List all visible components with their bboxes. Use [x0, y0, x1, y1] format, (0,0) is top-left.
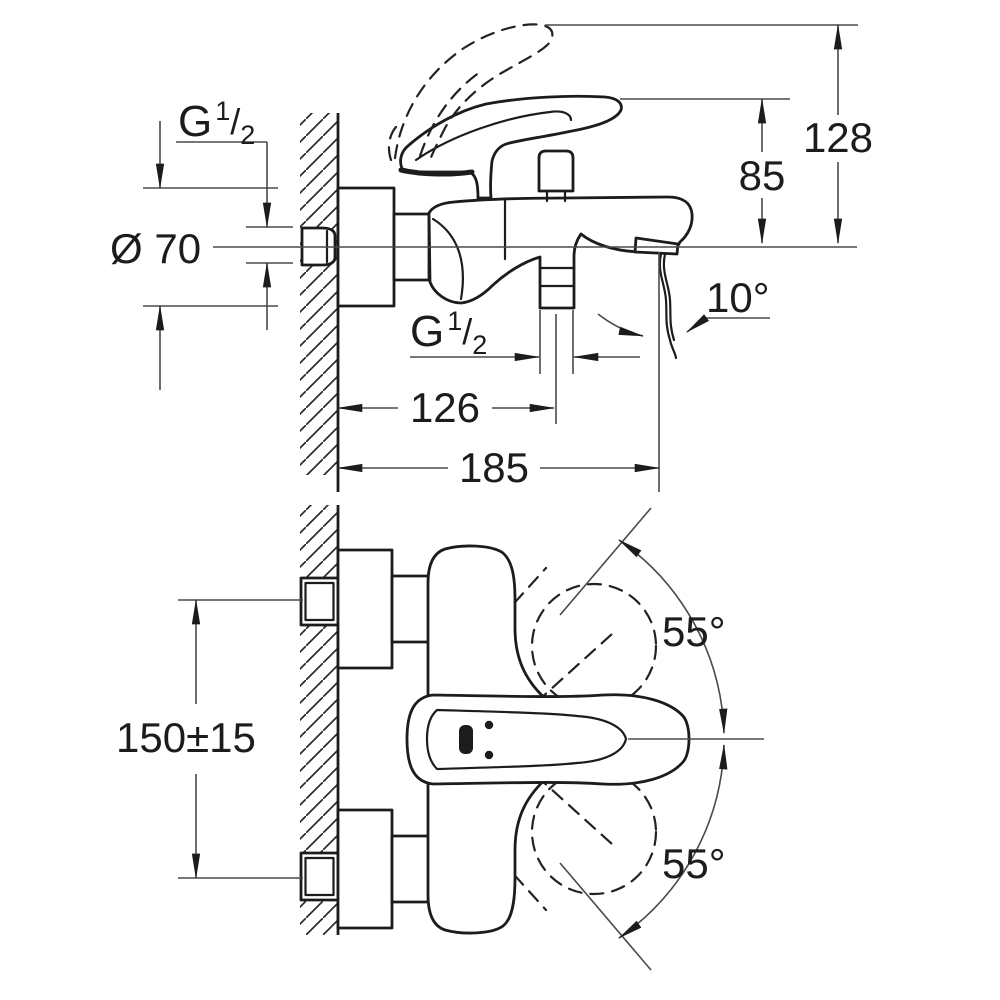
thread-denominator: 2: [240, 120, 255, 150]
dim-label-185: 185: [459, 444, 529, 491]
upper-union-nipple: [390, 574, 431, 644]
lever-inner-contour: [414, 110, 573, 162]
lower-wall-nut: [299, 851, 340, 902]
dim-label-126: 126: [410, 384, 480, 431]
dim-label-128: 128: [803, 114, 873, 161]
dim-label-10deg: 10°: [706, 274, 770, 321]
thread-slash: /: [230, 101, 240, 142]
thread-denominator: 2: [472, 330, 487, 360]
dia70-extension-lines: [143, 187, 278, 307]
temperature-dot-lower: [484, 750, 494, 760]
lever-raised-dashed: [387, 23, 554, 162]
swing-upper-radial-line: [559, 507, 652, 616]
upper-wall-nut-inner: [304, 581, 335, 622]
swing-lower-radial-line: [559, 862, 652, 971]
cartridge-cap-edge: [398, 167, 475, 177]
dim-label-55-lower: 55°: [662, 840, 726, 887]
diverter-knob: [537, 149, 575, 193]
dim-label-85: 85: [739, 152, 786, 199]
lower-connection: [299, 808, 431, 930]
dim10-arrow-right: [685, 314, 710, 333]
lower-union-nipple: [390, 834, 431, 904]
thread-prefix: G: [410, 307, 444, 356]
thread-numerator: 1: [215, 96, 230, 126]
dim-label-150: 150±15: [116, 714, 256, 761]
wall-hatch: [300, 113, 338, 475]
thread-prefix: G: [178, 97, 212, 146]
outlet-nut-bands: [538, 266, 576, 288]
lower-union-block: [336, 808, 394, 930]
lever-handle-side: [399, 94, 623, 200]
lever-inner-contour-front: [425, 708, 628, 771]
temperature-marker-bar: [459, 725, 473, 754]
thread-numerator: 1: [447, 306, 462, 336]
dim10-arc: [597, 313, 645, 337]
diverter-stem: [545, 189, 567, 203]
front-view: 150±15 55° 55°: [116, 505, 764, 971]
wall-section-side: [300, 113, 340, 492]
ghalf-outlet-extension-lines: [539, 310, 574, 374]
upper-union-block: [336, 548, 394, 670]
upper-connection: [299, 548, 431, 670]
swing-upper-arc: [617, 539, 728, 735]
water-stream: [658, 252, 678, 360]
temperature-dot-upper: [484, 720, 494, 730]
lower-wall-nut-inner: [304, 856, 335, 897]
front-view-dimensions: 150±15 55° 55°: [116, 507, 764, 971]
body-inner-curve: [431, 217, 464, 301]
dim-label-55-upper: 55°: [662, 608, 726, 655]
mixer-body-side: [427, 195, 694, 310]
thread-slash: /: [462, 311, 472, 352]
ghalf-wall-extension-lines: [246, 226, 293, 264]
dim-label-diameter: Ø 70: [110, 225, 201, 272]
swing-lower-arc: [617, 743, 728, 939]
